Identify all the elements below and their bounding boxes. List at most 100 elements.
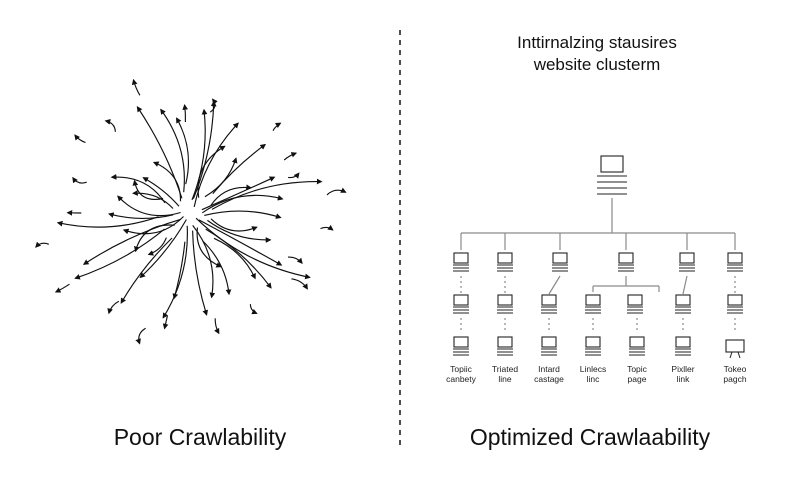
chaotic-link-arrow [56, 216, 159, 228]
chaotic-link-arrow [192, 225, 216, 299]
root-page-icon [597, 155, 627, 195]
chaotic-link-arrow [272, 122, 282, 131]
chaotic-link-arrow [198, 219, 283, 266]
right-caption: Optimized Crawlaability [470, 424, 711, 450]
chaotic-link-arrow [131, 78, 141, 96]
node-label-line1: Topiic [450, 364, 472, 374]
chaotic-link-arrow [132, 190, 174, 209]
chaotic-link-arrow [193, 122, 239, 208]
page-node-icon [727, 252, 743, 272]
node-label-line1: Linlecs [580, 364, 606, 374]
chaotic-link-arrow [210, 218, 258, 232]
node-label-line2: pagch [723, 374, 746, 384]
chaotic-link-arrow [74, 134, 86, 144]
chaotic-link-arrow [35, 241, 50, 248]
chaotic-link-arrow [135, 327, 146, 345]
presentation-icon [725, 339, 745, 359]
page-node-icon [675, 294, 691, 314]
page-node-icon [453, 294, 469, 314]
node-label-line2: linc [587, 374, 601, 384]
page-node-icon [541, 294, 557, 314]
chaotic-link-arrow [291, 278, 308, 290]
chaotic-link-arrow [201, 176, 276, 211]
page-node-icon [497, 252, 513, 272]
page-node-icon [585, 336, 601, 356]
chaotic-link-arrow [107, 212, 174, 219]
chaotic-link-arrow [287, 256, 303, 264]
node-label-line2: castage [534, 374, 564, 384]
node-label-line1: Topic [627, 364, 648, 374]
node-label-line1: Tokeo [724, 364, 747, 374]
page-node-icon [679, 252, 695, 272]
chaotic-link-arrow [212, 143, 267, 194]
chaotic-link-arrow [214, 318, 220, 335]
chaotic-link-arrow [122, 216, 184, 235]
right-title-line2: website clusterm [533, 55, 661, 74]
chaotic-link-arrow [213, 237, 256, 280]
chaotic-link-arrow [182, 103, 189, 123]
page-node-icon [627, 294, 643, 314]
left-caption: Poor Crawlability [114, 424, 287, 450]
tree-nodes [453, 155, 745, 359]
chaotic-link-arrow [195, 217, 311, 280]
chaotic-link-arrow [104, 119, 116, 132]
chaotic-link-arrow [204, 210, 282, 219]
chaotic-link-arrow [320, 224, 334, 231]
chaotic-link-arrow [205, 228, 272, 289]
chaotic-link-arrow [162, 315, 169, 330]
chaotic-link-arrow [191, 108, 208, 201]
chaotic-link-arrow [136, 106, 183, 199]
page-node-icon [541, 336, 557, 356]
chaotic-link-arrow [160, 108, 185, 193]
page-node-icon [497, 294, 513, 314]
chaotic-link-arrow [54, 283, 70, 293]
page-node-icon [618, 252, 634, 272]
chaotic-link-arrow [192, 230, 208, 316]
chaotic-link-arrow [249, 304, 258, 315]
chaotic-link-arrow [132, 179, 164, 200]
chaotic-link-arrow [176, 117, 190, 185]
chaotic-link-arrow [117, 195, 181, 217]
chaotic-link-arrow [211, 178, 323, 210]
chaotic-link-arrow [142, 177, 180, 207]
page-node-icon [453, 252, 469, 272]
chaotic-link-arrow [202, 240, 232, 296]
page-node-icon [497, 336, 513, 356]
chaotic-link-arrow [107, 300, 120, 315]
node-label-line2: line [498, 374, 512, 384]
chaotic-link-arrow [72, 176, 87, 184]
chaotic-link-arrow [120, 237, 173, 304]
chaotic-link-arrow [110, 174, 166, 204]
chaotic-link-arrow [283, 152, 298, 161]
chaotic-link-arrow [210, 184, 252, 207]
chaotic-link-arrow [201, 194, 284, 214]
page-node-icon [629, 336, 645, 356]
chaotic-link-arrow [74, 228, 165, 280]
chaotic-links-cluster [35, 78, 347, 345]
site-structure-tree: Inttirnalzing stausires website clusterm… [446, 33, 747, 384]
node-label-line2: link [677, 374, 691, 384]
chaotic-link-arrow [147, 237, 167, 256]
chaotic-link-arrow [133, 224, 175, 253]
page-node-icon [675, 336, 691, 356]
chaotic-link-arrow [326, 187, 347, 196]
node-label-line1: Intard [538, 364, 560, 374]
chaotic-link-arrow [139, 219, 187, 279]
page-node-icon [552, 252, 568, 272]
chaotic-link-arrow [162, 225, 188, 319]
chaotic-link-arrow [82, 218, 181, 265]
chaotic-link-arrow [207, 219, 272, 243]
chaotic-link-arrow [197, 145, 226, 198]
chaotic-link-arrow [209, 98, 218, 113]
tree-connectors [460, 198, 736, 332]
node-label-line2: canbety [446, 374, 477, 384]
chaotic-link-arrow [288, 172, 300, 179]
page-node-icon [727, 294, 743, 314]
page-node-icon [453, 336, 469, 356]
node-label-line1: Triated [492, 364, 518, 374]
node-label-line2: page [628, 374, 647, 384]
right-title-line1: Inttirnalzing stausires [517, 33, 677, 52]
node-label-line1: Pixller [671, 364, 694, 374]
